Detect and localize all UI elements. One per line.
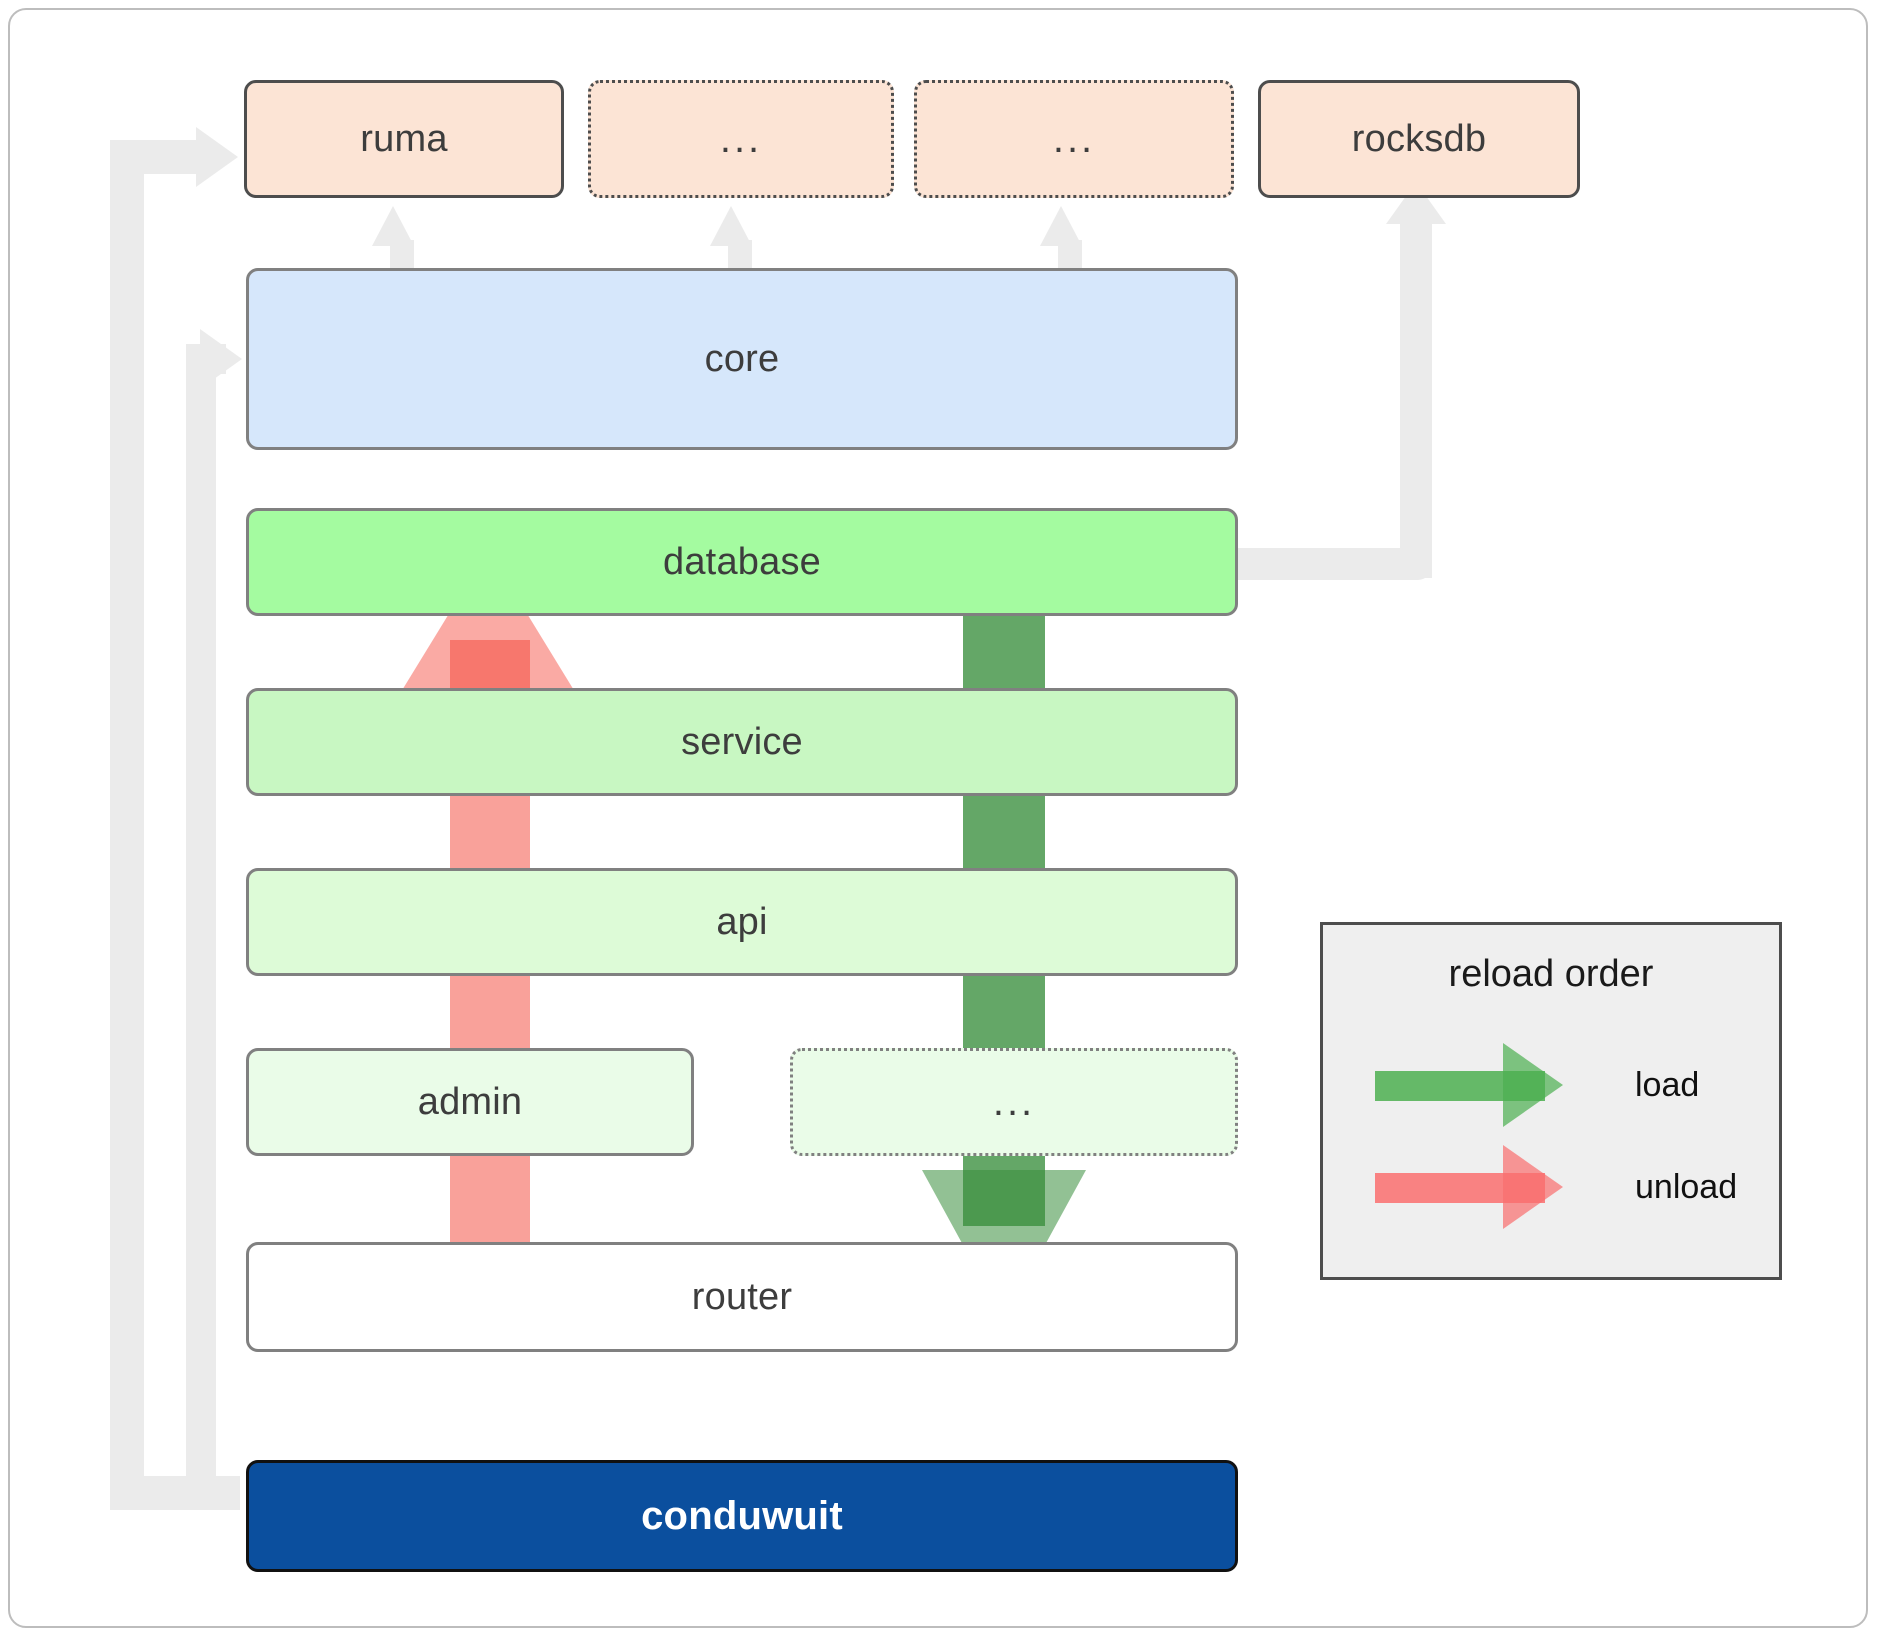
layer-node-admin[interactable]: admin bbox=[246, 1048, 694, 1156]
legend-label-load: load bbox=[1635, 1065, 1700, 1104]
layer-label-etc: ... bbox=[992, 1080, 1036, 1124]
connector-conduwuit-to-ruma-top bbox=[110, 140, 200, 174]
layer-label-admin: admin bbox=[417, 1080, 523, 1123]
load-legend-arrow-icon bbox=[1375, 1043, 1595, 1127]
connector-arrowhead-core-dep3 bbox=[1040, 206, 1082, 246]
connector-arrowhead-core-ruma bbox=[372, 206, 414, 246]
legend-row-unload[interactable]: unload bbox=[1375, 1145, 1738, 1229]
legend-panel: reload order load unload bbox=[1320, 922, 1782, 1280]
unload-legend-arrow-icon bbox=[1375, 1145, 1595, 1229]
connector-arrowhead-core-dep2 bbox=[710, 206, 752, 246]
layer-label-database: database bbox=[663, 540, 821, 583]
layer-node-core[interactable]: core bbox=[246, 268, 1238, 450]
connector-arrowhead-core bbox=[200, 329, 242, 389]
legend-title: reload order bbox=[1448, 953, 1654, 995]
dependency-label-ruma: ruma bbox=[360, 117, 448, 160]
dependency-node-rocksdb[interactable]: rocksdb bbox=[1258, 80, 1580, 198]
dependency-label-placeholder-2: ... bbox=[1052, 117, 1096, 161]
layer-node-etc[interactable]: ... bbox=[790, 1048, 1238, 1156]
layer-node-service[interactable]: service bbox=[246, 688, 1238, 796]
connector-conduwuit-to-ruma-bottom bbox=[110, 1476, 240, 1510]
layer-label-service: service bbox=[681, 720, 803, 763]
connector-arrowhead-ruma bbox=[196, 127, 238, 187]
dependency-label-rocksdb: rocksdb bbox=[1351, 117, 1487, 160]
dependency-node-placeholder-2[interactable]: ... bbox=[914, 80, 1234, 198]
legend-row-load[interactable]: load bbox=[1375, 1043, 1700, 1127]
connector-conduwuit-to-core-vertical bbox=[186, 344, 216, 1476]
connector-database-to-rocksdb-horizontal bbox=[1232, 548, 1432, 580]
layer-node-router[interactable]: router bbox=[246, 1242, 1238, 1352]
app-node-conduwuit[interactable]: conduwuit bbox=[246, 1460, 1238, 1572]
layer-node-database[interactable]: database bbox=[246, 508, 1238, 616]
connector-conduwuit-to-ruma-vertical bbox=[110, 140, 144, 1510]
app-label-conduwuit: conduwuit bbox=[641, 1493, 843, 1538]
dependency-node-ruma[interactable]: ruma bbox=[244, 80, 564, 198]
legend-label-unload: unload bbox=[1635, 1167, 1738, 1206]
diagram-frame bbox=[8, 8, 1868, 1628]
dependency-label-placeholder-1: ... bbox=[719, 117, 763, 161]
layer-label-core: core bbox=[704, 337, 780, 380]
layer-node-api[interactable]: api bbox=[246, 868, 1238, 976]
layer-label-router: router bbox=[691, 1275, 793, 1318]
dependency-node-placeholder-1[interactable]: ... bbox=[588, 80, 894, 198]
layer-label-api: api bbox=[716, 900, 768, 943]
connector-database-to-rocksdb-vertical bbox=[1400, 222, 1432, 578]
